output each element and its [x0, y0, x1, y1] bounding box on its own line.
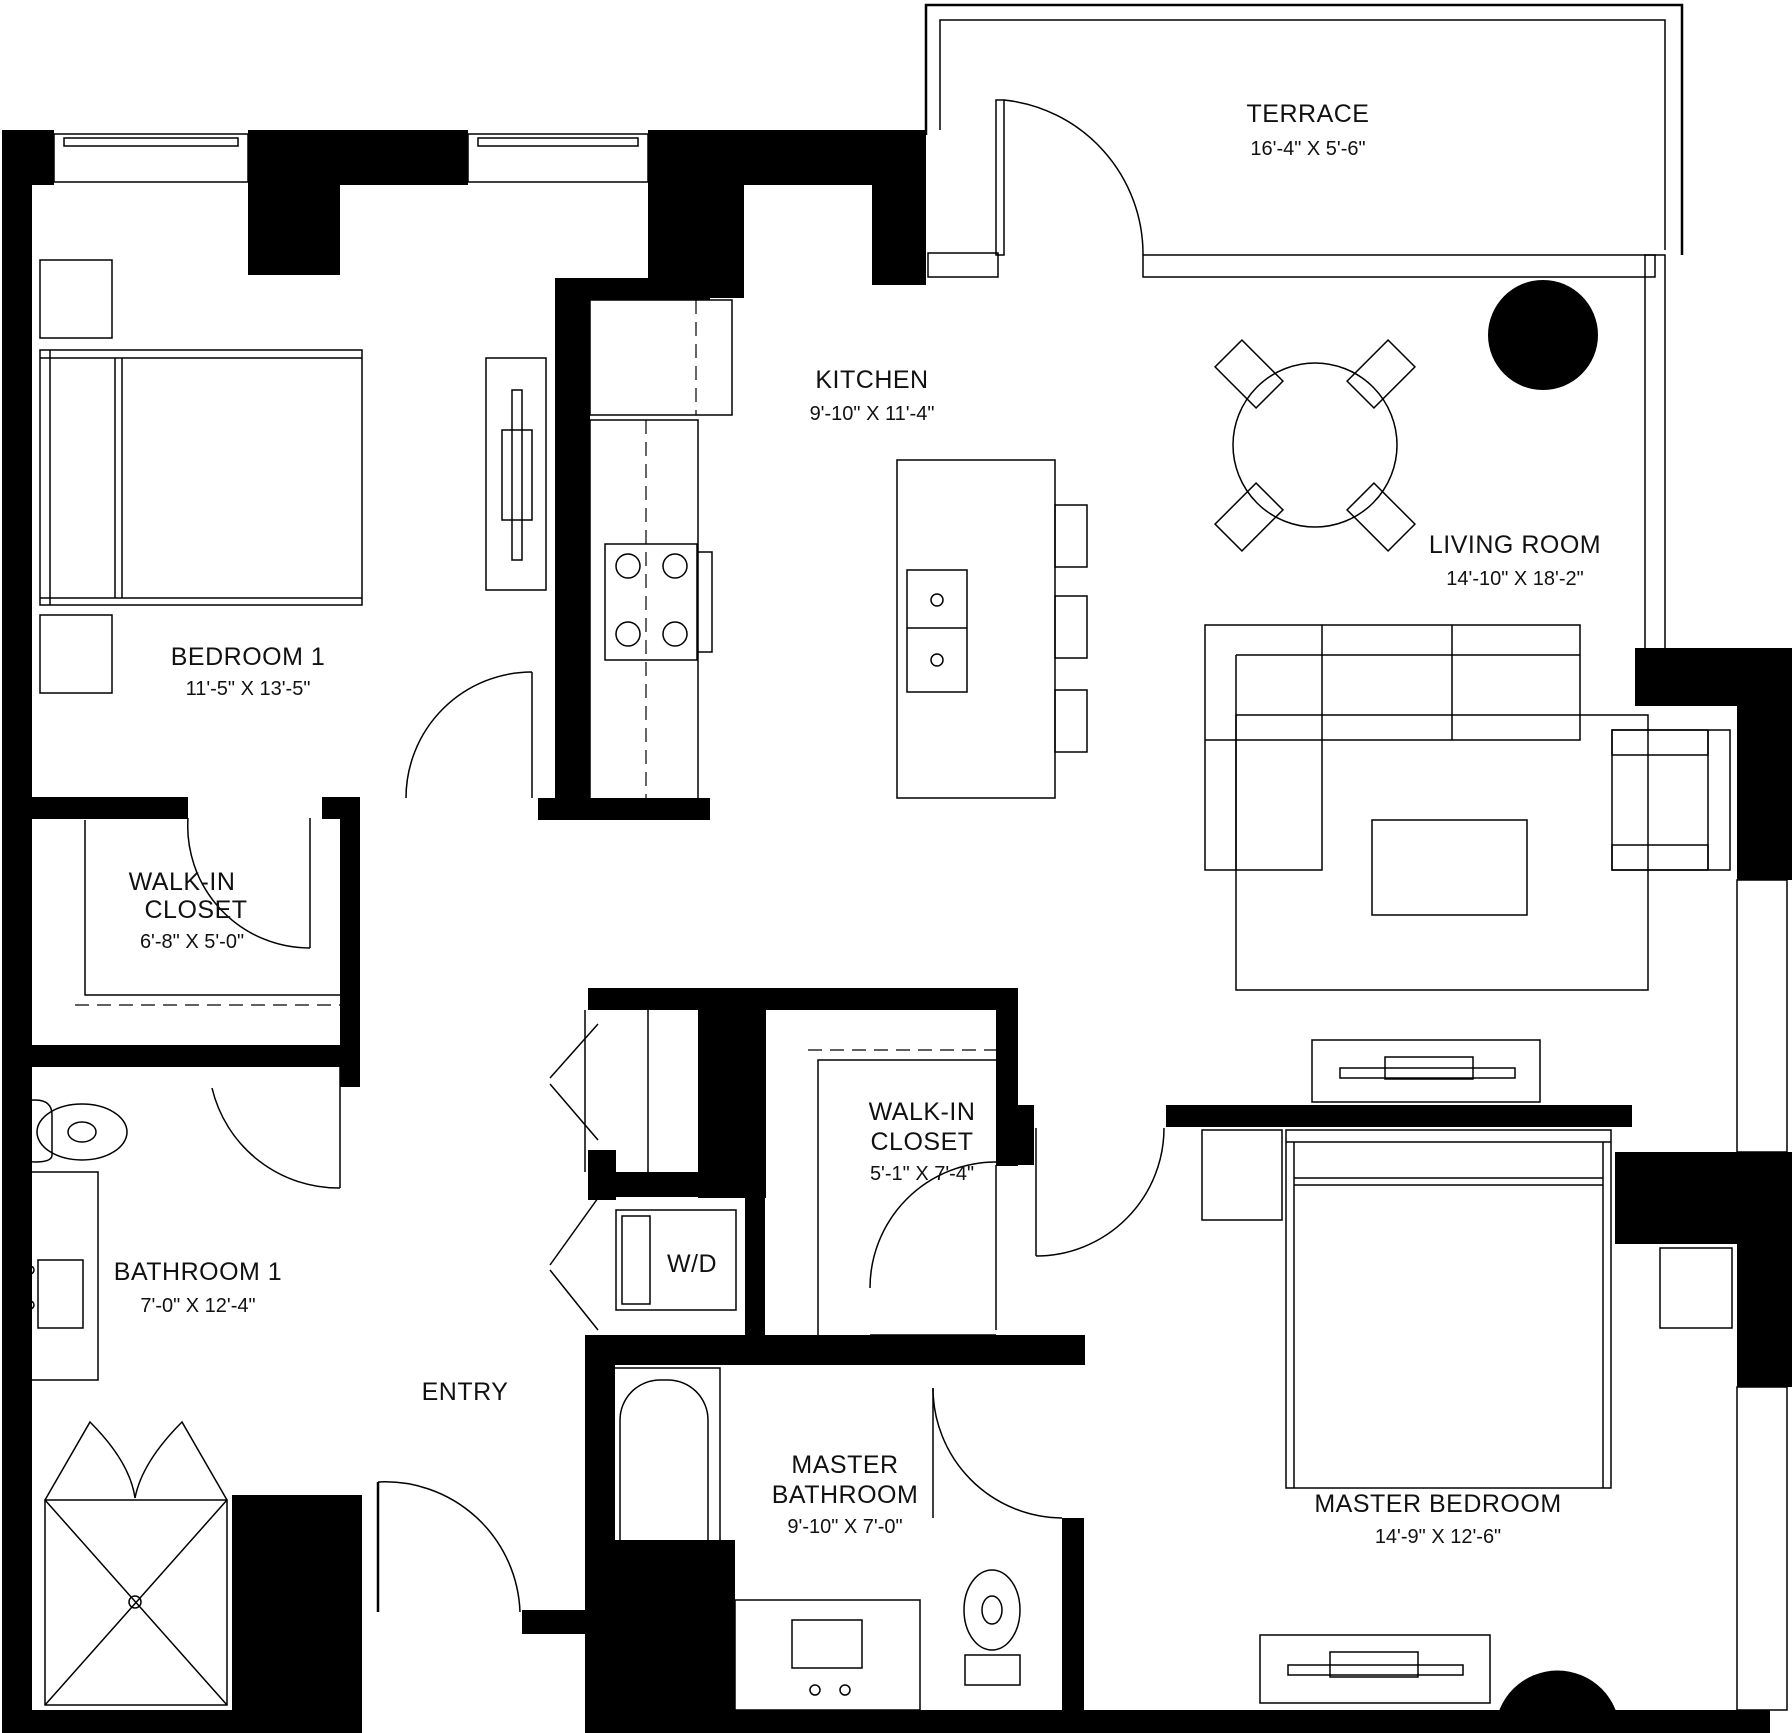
bed — [39, 349, 363, 606]
walk-in-closet-2-label-line2: CLOSET — [870, 1128, 973, 1156]
walk-in-closet-1-label-line1: WALK-IN — [129, 868, 236, 896]
walk-in-closet-2: WALK-IN CLOSET 5'-1" X 7'-4" — [808, 1049, 997, 1336]
walls — [2, 130, 1792, 1733]
master-bathroom-label-line2: BATHROOM — [772, 1481, 919, 1509]
dining-table — [1213, 338, 1417, 553]
tv-console — [1311, 1039, 1541, 1103]
kitchen: KITCHEN 9'-10" X 11'-4" — [589, 299, 1088, 801]
master-bedroom-label: MASTER BEDROOM — [1314, 1490, 1561, 1518]
dresser — [485, 357, 547, 591]
master-bedroom-dims: 14'-9" X 12'-6" — [1375, 1526, 1501, 1548]
master-toilet — [963, 1569, 1021, 1686]
kitchen-island — [896, 459, 1056, 799]
bedroom-1: BEDROOM 1 11'-5" X 13'-5" — [39, 259, 547, 799]
master-bathroom: MASTER BATHROOM 9'-10" X 7'-0" — [607, 1367, 1063, 1711]
master-bathroom-dims: 9'-10" X 7'-0" — [787, 1516, 902, 1538]
armchair — [1611, 729, 1731, 871]
bathroom-1-dims: 7'-0" X 12'-4" — [140, 1295, 255, 1317]
sectional-sofa — [1204, 624, 1581, 871]
toilet — [19, 1099, 128, 1163]
entry: ENTRY — [376, 1378, 521, 1613]
washer-dryer — [615, 1209, 737, 1311]
master-dresser — [1259, 1634, 1491, 1704]
bathtub — [607, 1367, 721, 1594]
coffee-table — [1371, 819, 1528, 916]
area-rug — [1235, 714, 1649, 991]
windows — [53, 133, 1788, 1711]
walk-in-closet-1: WALK-IN CLOSET 6'-8" X 5'-0" — [75, 817, 340, 1006]
refrigerator — [589, 299, 733, 416]
nightstand — [39, 614, 113, 694]
shower — [44, 1420, 228, 1706]
island-sink — [906, 569, 968, 693]
laundry: W/D — [549, 1010, 749, 1335]
living-room: LIVING ROOM 14'-10" X 18'-2" — [1204, 338, 1731, 1103]
laundry-label: W/D — [667, 1250, 717, 1278]
walk-in-closet-2-dims: 5'-1" X 7'-4" — [870, 1163, 974, 1185]
bedroom-1-label: BEDROOM 1 — [171, 643, 326, 671]
bathroom-1-label: BATHROOM 1 — [114, 1258, 282, 1286]
vanity — [17, 1171, 99, 1381]
nightstand — [1659, 1247, 1733, 1329]
living-room-label: LIVING ROOM — [1429, 531, 1601, 559]
cooktop — [604, 543, 713, 661]
walk-in-closet-1-dims: 6'-8" X 5'-0" — [140, 931, 244, 953]
walk-in-closet-1-label-line2: CLOSET — [144, 896, 247, 924]
entry-label: ENTRY — [422, 1378, 509, 1406]
terrace: TERRACE 16'-4" X 5'-6" — [924, 3, 1684, 278]
bathroom-1: BATHROOM 1 7'-0" X 12'-4" — [17, 1067, 341, 1706]
bar-stools — [1054, 504, 1088, 753]
nightstand — [39, 259, 113, 339]
living-room-dims: 14'-10" X 18'-2" — [1446, 568, 1583, 590]
nightstand — [1201, 1129, 1283, 1221]
bedroom-1-dims: 11'-5" X 13'-5" — [186, 678, 311, 700]
master-bathroom-label-line1: MASTER — [791, 1451, 898, 1479]
walk-in-closet-2-label-line1: WALK-IN — [869, 1098, 976, 1126]
kitchen-label: KITCHEN — [815, 366, 928, 394]
master-vanity — [734, 1599, 921, 1711]
kitchen-dims: 9'-10" X 11'-4" — [810, 403, 935, 425]
terrace-label: TERRACE — [1247, 100, 1370, 128]
master-bedroom: MASTER BEDROOM 14'-9" X 12'-6" — [1035, 1127, 1733, 1704]
master-bed — [1285, 1129, 1612, 1489]
terrace-dims: 16'-4" X 5'-6" — [1250, 138, 1365, 160]
